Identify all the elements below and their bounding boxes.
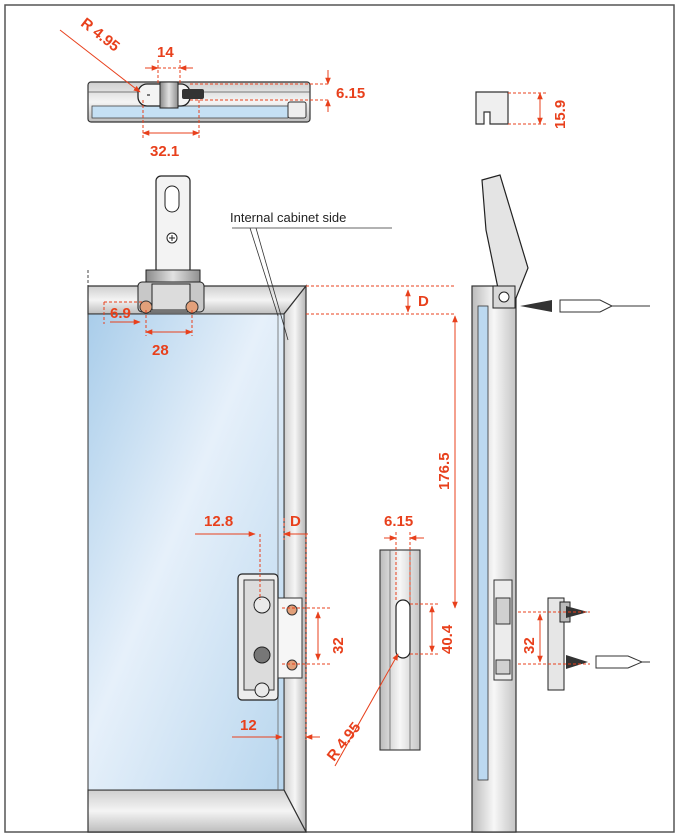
side-profile-slot (334, 532, 440, 767)
label-internal-cabinet-side: Internal cabinet side (230, 210, 346, 225)
dim-radius-bottom: R 4.95 (324, 719, 365, 764)
dim-hole-spacing-right: 32 (521, 637, 538, 654)
front-dimensions (103, 285, 458, 740)
dim-slot-length-side: 40.4 (439, 624, 456, 654)
dim-slot-length-top: 32.1 (150, 143, 179, 160)
dim-d-top: D (418, 293, 429, 310)
dim-d-mid: D (290, 513, 301, 530)
dim-top-profile-height: 15.9 (552, 100, 569, 129)
dim-hole-spacing-mid: 32 (330, 637, 347, 654)
hinge-top (137, 175, 205, 314)
front-door-view: Internal cabinet side (87, 175, 392, 833)
top-right-profile: 15.9 (475, 91, 569, 129)
right-side-elevation (471, 174, 650, 833)
hinge-bottom (237, 573, 303, 701)
dim-offset-12-8: 12.8 (204, 513, 233, 530)
dim-hole-spacing-top: 28 (152, 342, 169, 359)
dim-vertical-distance: 176.5 (436, 452, 453, 490)
dim-offset-left: 6.9 (110, 305, 131, 322)
dim-slot-width-top: 14 (157, 44, 174, 61)
dim-offset-12: 12 (240, 717, 257, 734)
dim-slot-depth-top: 6.15 (336, 85, 365, 102)
dim-slot-width-side: 6.15 (384, 513, 413, 530)
top-dimensions (59, 29, 331, 140)
page-border (4, 4, 675, 833)
